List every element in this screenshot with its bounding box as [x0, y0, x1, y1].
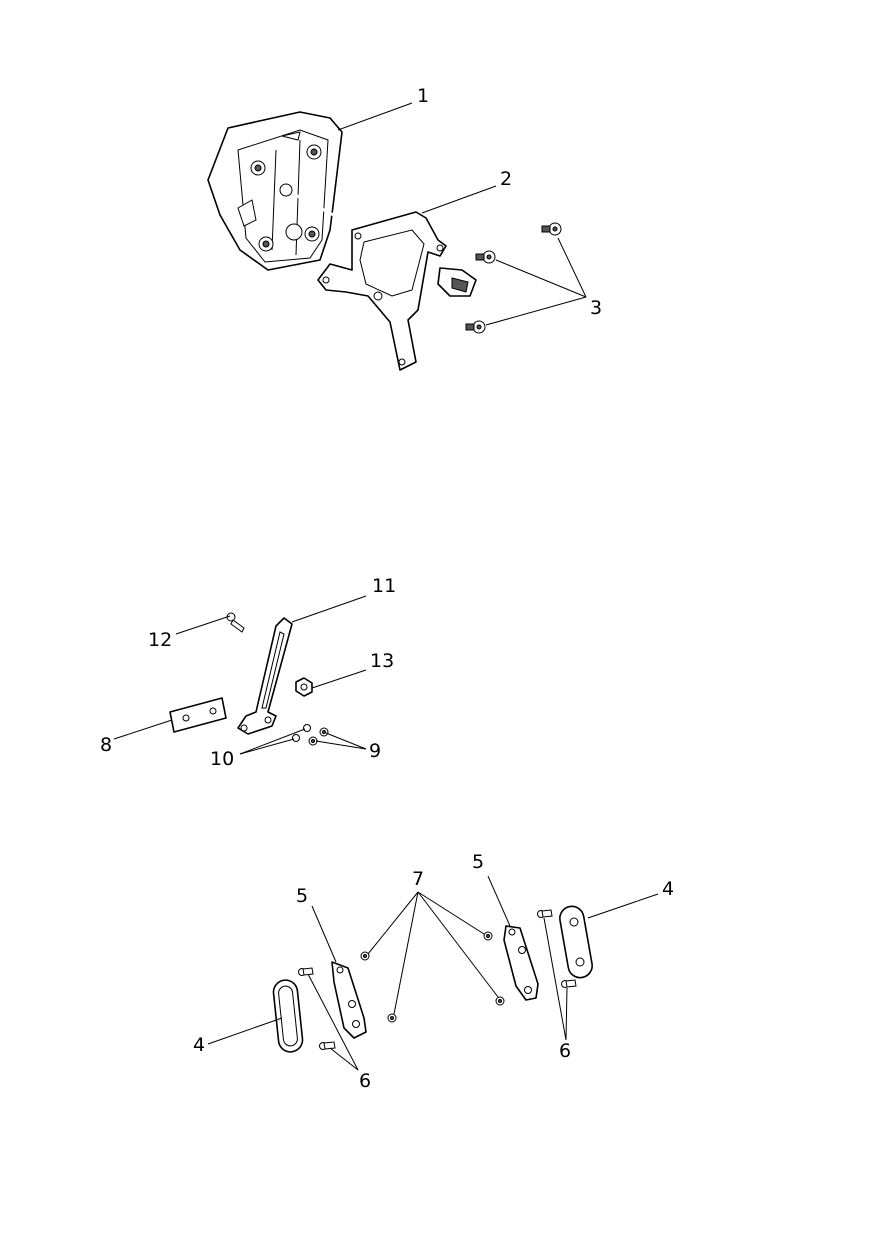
callout-4-right: 4 — [662, 878, 674, 900]
callout-12: 12 — [148, 629, 172, 651]
callout-5-right: 5 — [472, 851, 484, 873]
bracket-right — [503, 925, 539, 1001]
bracket-left — [331, 961, 367, 1039]
pad-right — [559, 905, 593, 979]
callout-13: 13 — [370, 650, 394, 672]
screws-right-6 — [537, 909, 577, 988]
callout-5-left: 5 — [296, 885, 308, 907]
screws-left-6 — [298, 967, 336, 1050]
callout-10: 10 — [210, 748, 234, 770]
instrument-housing — [207, 111, 343, 271]
callout-2: 2 — [500, 168, 512, 190]
callout-7: 7 — [412, 868, 424, 890]
washers-10 — [292, 724, 311, 742]
callout-3: 3 — [590, 297, 602, 319]
leader-lines-middle — [113, 595, 367, 755]
screws-group-3 — [465, 222, 562, 334]
plate-bracket — [169, 697, 227, 733]
support-arm — [237, 617, 293, 735]
mounting-bracket — [317, 211, 447, 371]
pad-left — [272, 979, 304, 1053]
nuts-9 — [308, 727, 329, 746]
leader-lines-bottom — [207, 875, 659, 1071]
callout-8: 8 — [100, 734, 112, 756]
leader-lines-top — [337, 102, 587, 326]
bolt-12 — [226, 612, 245, 633]
callout-1: 1 — [417, 85, 429, 107]
callout-6-left: 6 — [359, 1070, 371, 1092]
callout-4-left: 4 — [193, 1034, 205, 1056]
callout-11: 11 — [372, 575, 396, 597]
nut-13 — [295, 677, 313, 697]
callout-9: 9 — [369, 740, 381, 762]
nuts-7 — [360, 931, 505, 1023]
callout-6-right: 6 — [559, 1040, 571, 1062]
